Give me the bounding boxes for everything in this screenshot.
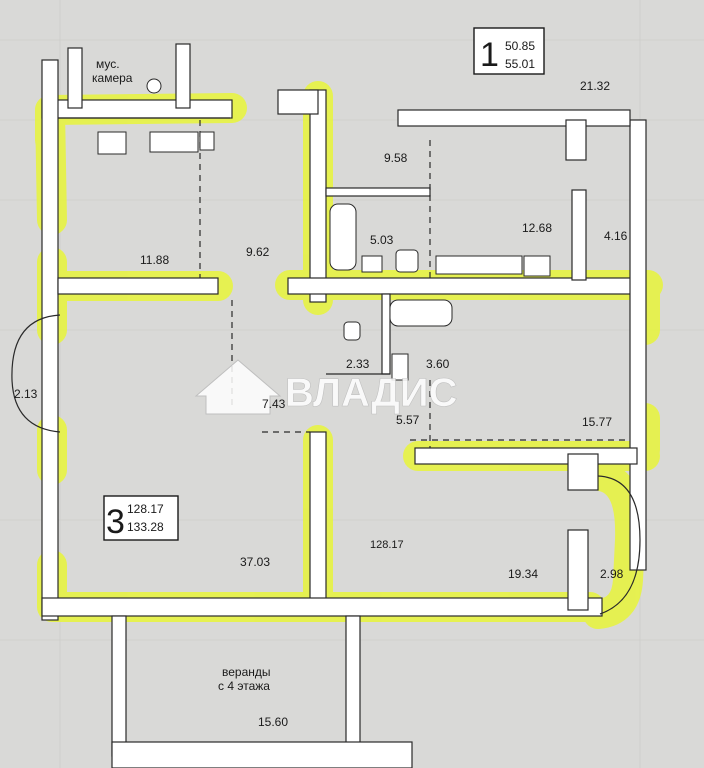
wall-left-outer [41,59,59,621]
veranda-label-2: с 4 этажа [218,679,270,693]
apartment-1-total-area: 55.01 [505,57,535,71]
wall-veranda-left [111,615,127,757]
apartment-3-number: 3 [106,503,125,541]
wall-veranda-bottom [111,741,413,768]
chute-icon [146,78,162,94]
wall-bottom [41,597,603,617]
walls [41,43,647,768]
wall-right-lower [567,529,589,611]
apartment-3-box [103,495,179,541]
wall-apt1-right [571,189,587,281]
room-area-5-57: 5.57 [396,413,420,427]
garbage-chamber-label-1: мус. [96,57,120,71]
room-area-11-88: 11.88 [140,253,169,267]
room-area-4-16: 4.16 [604,229,628,243]
wall-interior-h [414,447,638,465]
electrical-panel-icon [391,353,409,381]
wall-veranda-right [345,615,361,757]
room-area-19-34: 19.34 [508,567,538,581]
stove-right-icon [523,255,551,277]
garbage-chamber-label-2: камера [92,71,133,85]
room-area-2-13: 2.13 [14,387,38,401]
toilet-icon [395,249,419,273]
room-area-15-77: 15.77 [582,415,612,429]
room-area-2-98: 2.98 [600,567,624,581]
wall-apt1-corner [565,119,587,161]
watermark: ВЛАДИС [194,359,458,415]
washbasin-icon [361,255,383,273]
wall-center-v [309,89,327,303]
wall-apt1-bottom [397,109,631,127]
apartment-1-number: 1 [480,36,499,74]
apartment-1-living-area: 50.85 [505,39,535,53]
apartment-3-total-area: 133.28 [127,520,164,534]
room-labels: мус. камера 21.32 9.58 12.68 4.16 11.88 … [14,57,628,729]
apartment-1-badge: 1 50.85 55.01 [473,27,545,75]
veranda-label-1: веранды [222,665,271,679]
room-area-3-60: 3.60 [426,357,450,371]
wall-center-h [287,277,641,295]
wall-wc-right [381,293,391,375]
bathtub-icon [329,203,357,271]
wall-right-notch [567,453,599,491]
wall-kitchen-bottom [57,277,219,295]
watermark-house-icon [194,359,282,415]
wall-bedroom-left [309,431,327,613]
apartment-3-living-area: 128.17 [127,502,164,516]
wall-top-mid [277,89,319,115]
toilet-2-icon [343,321,361,341]
room-area-2-33: 2.33 [346,357,370,371]
fixtures [97,78,551,381]
room-area-12-68: 12.68 [522,221,552,235]
bathtub-2-icon [389,299,453,327]
kitchen-counter-icon [149,131,199,153]
room-area-9-58: 9.58 [384,151,408,165]
kitchen-counter-right-icon [435,255,523,275]
wall-garbage-right [175,43,191,109]
room-area-15-60: 15.60 [258,715,288,729]
apartment-3-badge: 3 128.17 133.28 [103,495,179,541]
apartment-1-box [473,27,545,75]
wall-bath-top [325,187,431,197]
sink-icon [199,131,215,151]
room-area-128-17: 128.17 [370,539,404,551]
room-area-7-43: 7.43 [262,397,286,411]
stove-icon [97,131,127,155]
wall-garbage-left [67,47,83,109]
room-area-37-03: 37.03 [240,555,270,569]
room-area-21-32: 21.32 [580,79,610,93]
wall-right-outer [629,119,647,571]
room-area-9-62: 9.62 [246,245,270,259]
room-area-5-03: 5.03 [370,233,394,247]
watermark-text: ВЛАДИС [285,371,457,415]
